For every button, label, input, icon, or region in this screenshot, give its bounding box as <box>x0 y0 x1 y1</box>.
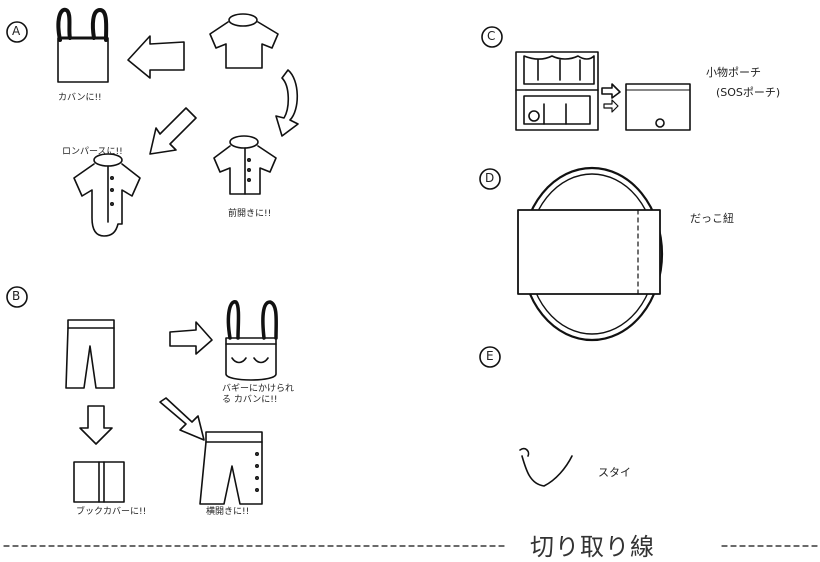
arrow-small-c <box>603 99 619 113</box>
front-open-shirt-drawing <box>213 135 277 195</box>
pants-drawing <box>65 319 115 389</box>
label-circle-e <box>479 346 501 368</box>
section-label-b: B <box>12 289 21 303</box>
arrow-pants-to-book-cover <box>79 405 113 445</box>
caption-bib: スタイ <box>598 466 631 479</box>
caption-pouch-line2: (SOSポーチ) <box>716 86 781 99</box>
arrow-shirt-to-bag <box>127 35 185 79</box>
caption-stroller-bag: バギーにかけられる カバンに!! <box>222 384 295 405</box>
arrow-organizer-to-pouch <box>601 83 621 99</box>
caption-front-open: 前開きに!! <box>228 209 272 219</box>
bag-drawing <box>56 7 109 83</box>
arrow-shirt-to-front <box>275 69 299 137</box>
side-open-pants-drawing <box>199 431 263 505</box>
caption-bag: カバンに!! <box>58 93 102 103</box>
caption-side-open: 横開きに!! <box>206 507 250 517</box>
section-label-a: A <box>12 24 21 38</box>
caption-book-cover: ブックカバーに!! <box>76 507 147 517</box>
stroller-bag-drawing <box>225 300 278 381</box>
label-circle-c <box>481 26 503 48</box>
organizer-drawing <box>515 51 599 131</box>
label-circle-a <box>6 21 28 43</box>
label-circle-d <box>479 168 501 190</box>
bib-drawing <box>519 447 573 487</box>
tshirt-drawing <box>209 13 279 69</box>
cut-line-label: 切り取り線 <box>530 533 655 561</box>
book-cover-drawing <box>73 461 125 503</box>
section-label-d: D <box>485 171 495 185</box>
arrow-pants-to-side-open <box>159 397 205 441</box>
sling-drawing <box>517 166 664 342</box>
caption-sling: だっこ紐 <box>690 212 734 225</box>
caption-pouch-line1: 小物ポーチ <box>706 66 761 79</box>
pouch-drawing <box>625 83 691 131</box>
caption-rompers: ロンパースに!! <box>62 147 123 157</box>
rompers-drawing <box>73 153 141 237</box>
arrow-front-to-rompers <box>149 107 197 155</box>
section-label-c: C <box>487 29 496 43</box>
section-label-e: E <box>486 349 494 363</box>
arrow-pants-to-stroller-bag <box>169 321 213 355</box>
label-circle-b <box>6 286 28 308</box>
